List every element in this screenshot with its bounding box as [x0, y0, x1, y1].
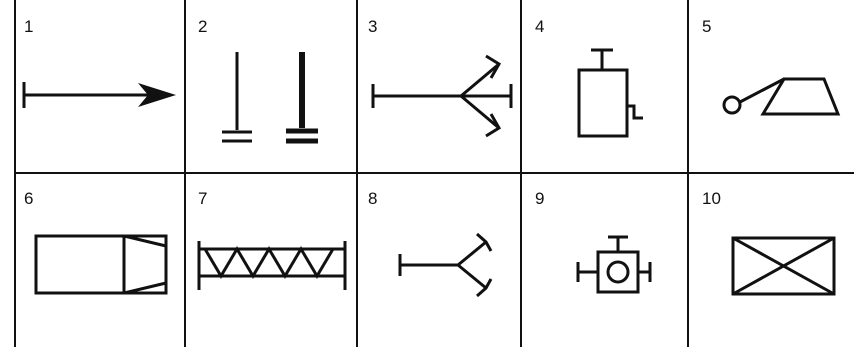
three-prong-split-icon: [371, 54, 513, 138]
cell-number-7: 7: [198, 189, 207, 208]
two-prong-split-icon: [398, 232, 493, 298]
arrow-icon: [22, 82, 176, 108]
cell-number-1: 1: [24, 17, 33, 36]
cell-number-6: 6: [24, 189, 33, 208]
cell-number-3: 3: [368, 17, 377, 36]
table-grid: [14, 0, 854, 347]
trapezoid-with-circle-icon: [722, 77, 841, 116]
grounding-rods-icon: [222, 52, 318, 144]
pump-cylinder-icon: [577, 48, 643, 138]
cell-number-2: 2: [198, 17, 207, 36]
cell-number-5: 5: [702, 17, 711, 36]
cell-number-10: 10: [702, 189, 721, 208]
crossed-box-icon: [731, 236, 836, 296]
cell-number-9: 9: [535, 189, 544, 208]
rectangle-with-end-box-icon: [34, 234, 168, 295]
cell-number-8: 8: [368, 189, 377, 208]
cell-number-4: 4: [535, 17, 544, 36]
circle-in-square-icon: [576, 235, 652, 294]
truss-icon: [197, 241, 347, 290]
